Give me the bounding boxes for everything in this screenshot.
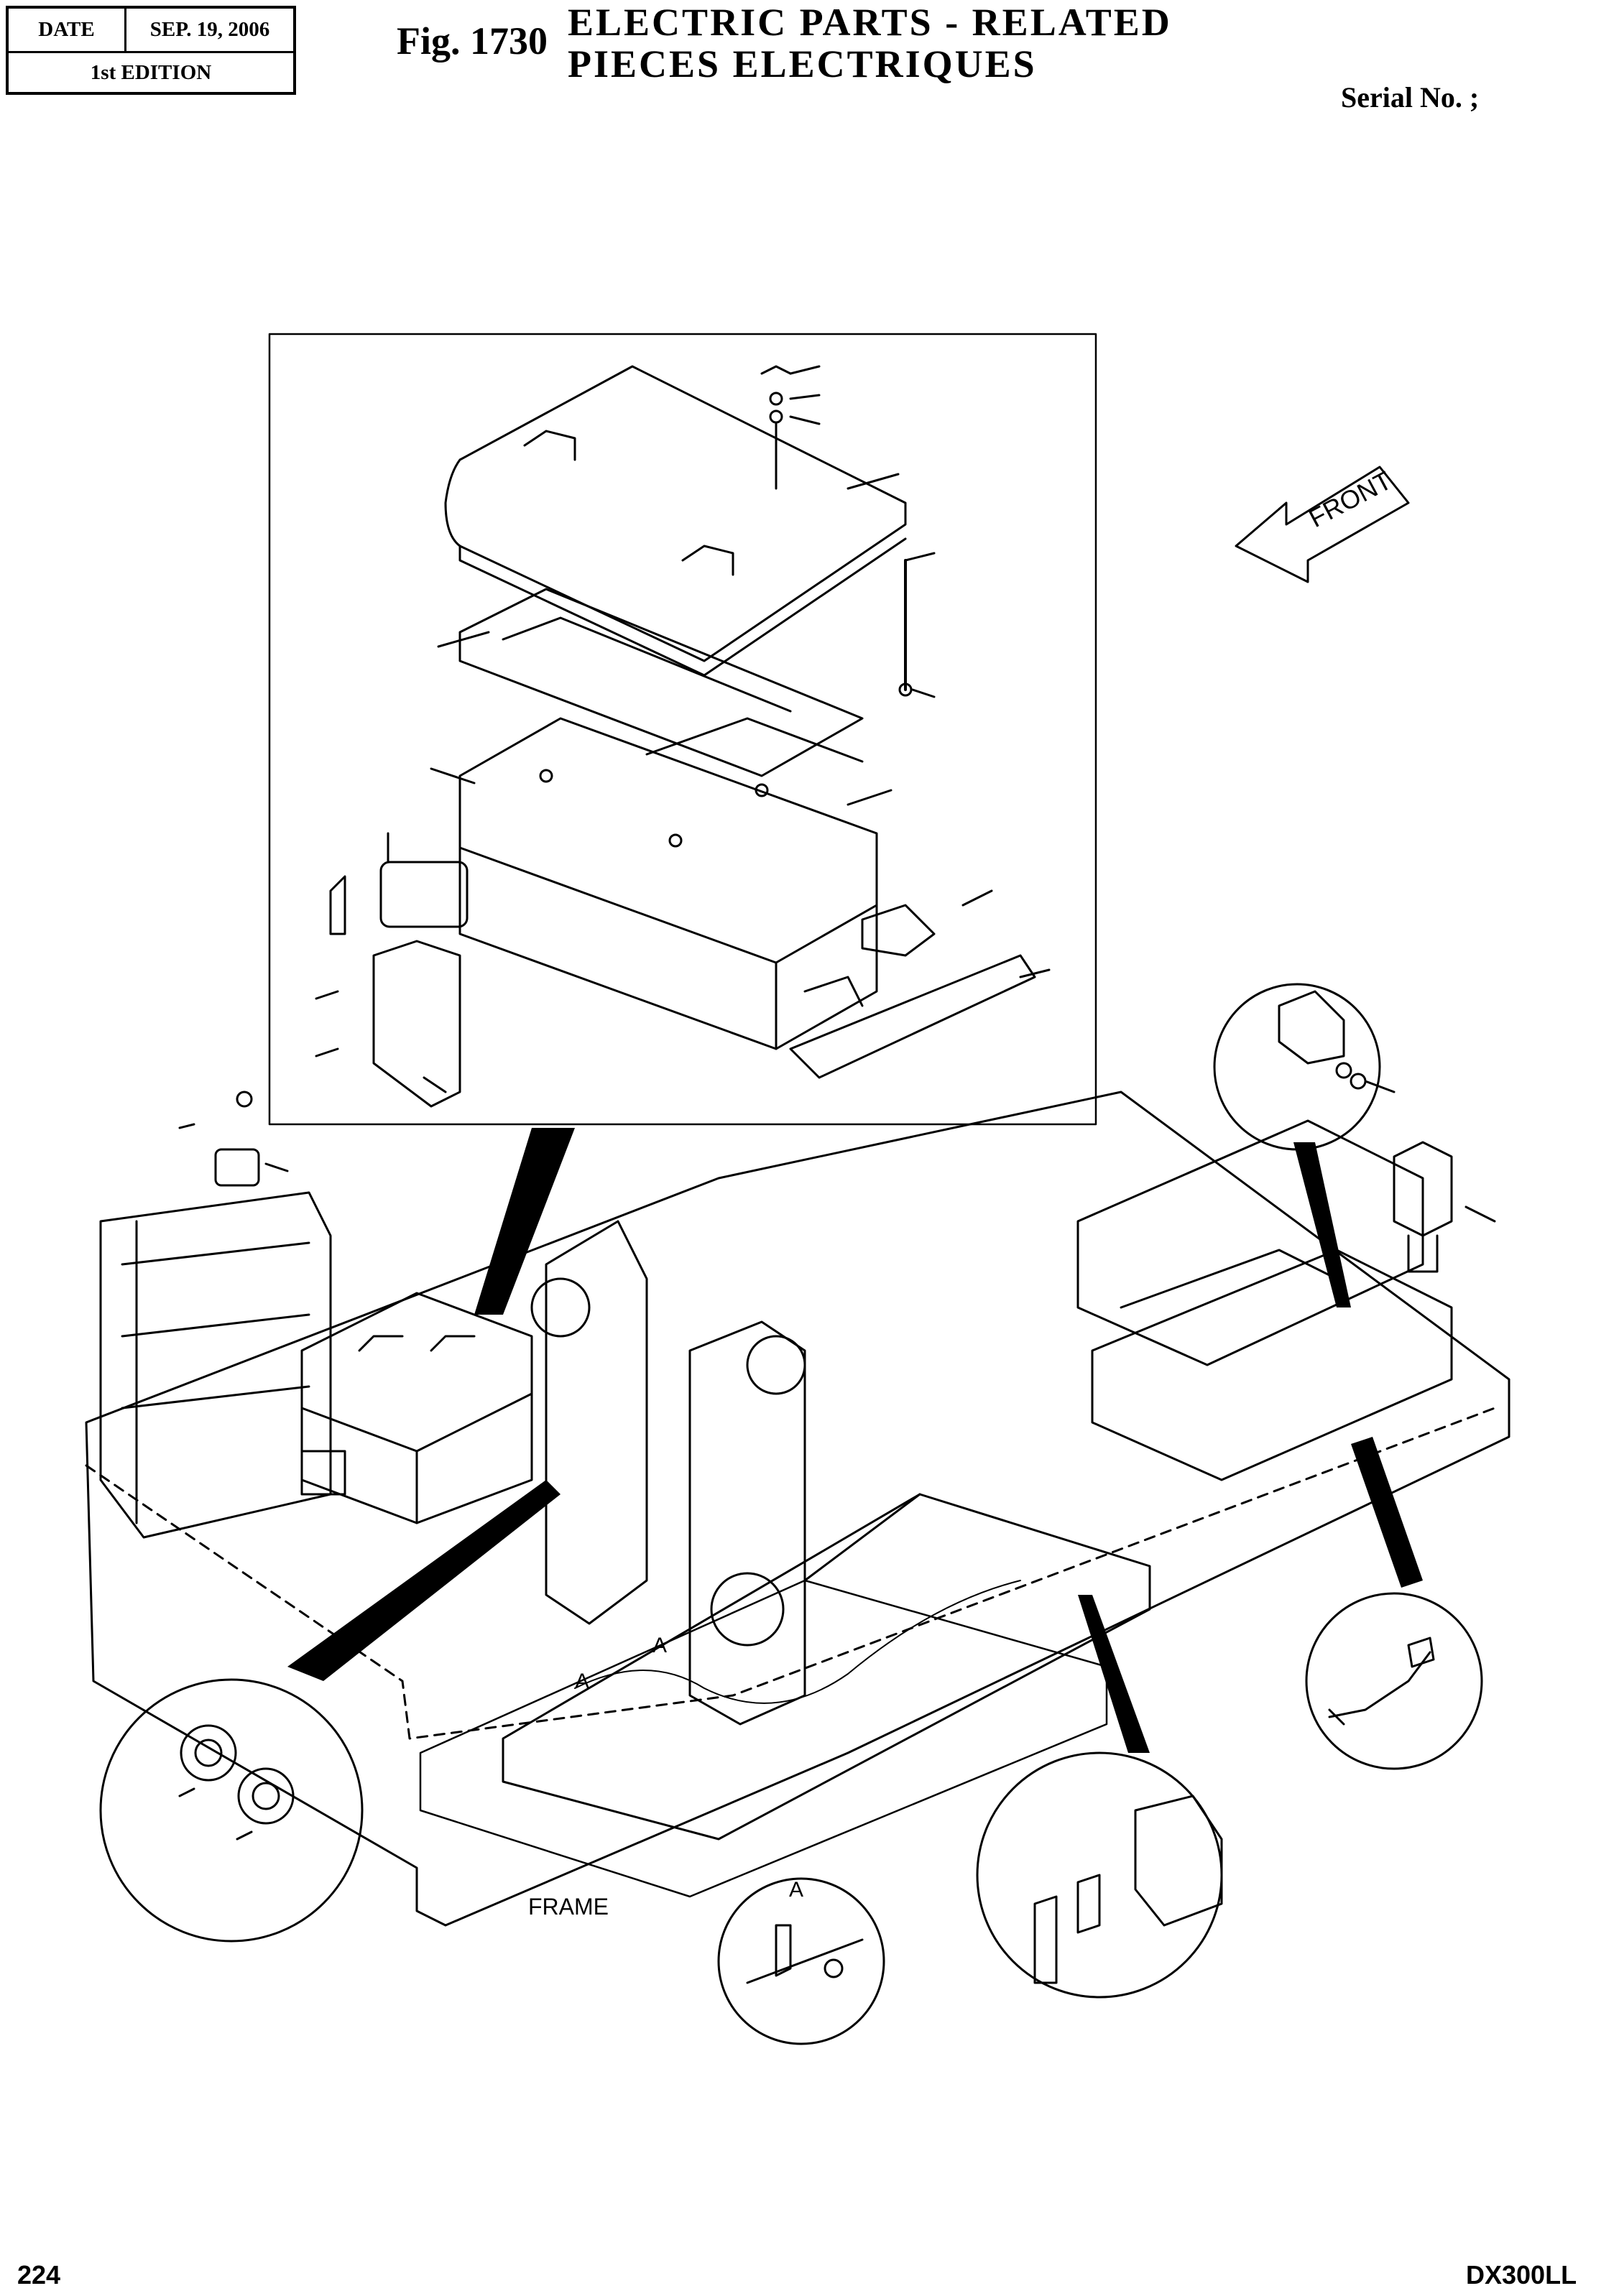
date-row: DATE SEP. 19, 2006 <box>9 9 293 53</box>
model-code: DX300LL <box>1466 2260 1577 2290</box>
boom-bracket <box>530 1220 806 1726</box>
edition-label: 1st EDITION <box>90 61 212 84</box>
wire-harness <box>574 1580 1021 1704</box>
battery-detail-inset <box>268 333 1097 1126</box>
installed-battery <box>300 1292 533 1524</box>
frame-label: FRAME <box>528 1894 609 1920</box>
serial-number: Serial No. ; <box>1341 81 1480 114</box>
filter-assembly <box>1393 1141 1496 1273</box>
date-edition-box: DATE SEP. 19, 2006 1st EDITION <box>6 6 296 95</box>
title-english: ELECTRIC PARTS - RELATED <box>568 1 1172 44</box>
relay-detail-circle <box>976 1751 1223 1999</box>
clip-detail-circle-a <box>717 1877 885 2045</box>
figure-number: Fig. 1730 <box>397 19 548 63</box>
title-french: PIECES ELECTRIQUES <box>568 42 1037 85</box>
page-number: 224 <box>17 2260 61 2290</box>
date-label: DATE <box>9 9 126 51</box>
date-value: SEP. 19, 2006 <box>149 18 270 41</box>
upper-frame <box>85 1091 1510 1927</box>
work-lamp <box>178 1091 289 1187</box>
horn-detail-circle <box>99 1678 364 1943</box>
right-deck <box>1076 1119 1453 1481</box>
front-label: FRONT <box>1304 466 1397 533</box>
callout-leaders <box>287 1128 1423 1753</box>
mount-detail-circle <box>1213 983 1396 1151</box>
front-arrow <box>1235 466 1410 583</box>
view-marker-a-3: A <box>789 1878 803 1902</box>
view-marker-a-1: A <box>575 1670 589 1693</box>
view-marker-a-2: A <box>652 1634 667 1657</box>
harness-detail-circle <box>1305 1592 1483 1770</box>
left-guard <box>99 1191 332 1539</box>
